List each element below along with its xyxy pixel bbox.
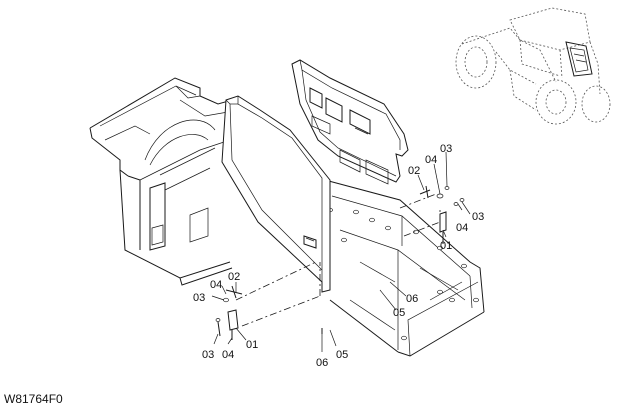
label-upper-03a: 03	[440, 143, 452, 155]
label-lower-01: 01	[246, 339, 258, 351]
label-lower-03a: 03	[193, 292, 205, 304]
label-bottom-05: 05	[336, 349, 348, 361]
middle-callouts	[379, 281, 407, 311]
label-mid-06: 06	[406, 293, 418, 305]
label-upper-02: 02	[408, 165, 420, 177]
label-upper-04a: 04	[425, 154, 437, 166]
lower-hardware-group	[211, 261, 321, 345]
label-bottom-06: 06	[316, 357, 328, 369]
chassis-frame	[89, 77, 485, 357]
label-lower-04a: 04	[210, 279, 222, 291]
vehicle-location-inset	[455, 7, 611, 125]
label-lower-04b: 04	[222, 349, 234, 361]
label-upper-03b: 03	[472, 211, 484, 223]
rear-bracket-panel	[291, 59, 409, 185]
label-lower-02: 02	[228, 271, 240, 283]
side-cover-panel	[221, 95, 331, 293]
label-lower-03b: 03	[202, 349, 214, 361]
upper-hardware-group	[399, 151, 471, 244]
drawing-code: W81764F0	[4, 392, 63, 406]
label-mid-05: 05	[393, 307, 405, 319]
label-upper-04b: 04	[456, 222, 468, 234]
label-upper-01: 01	[440, 240, 452, 252]
bottom-callouts	[321, 328, 337, 352]
